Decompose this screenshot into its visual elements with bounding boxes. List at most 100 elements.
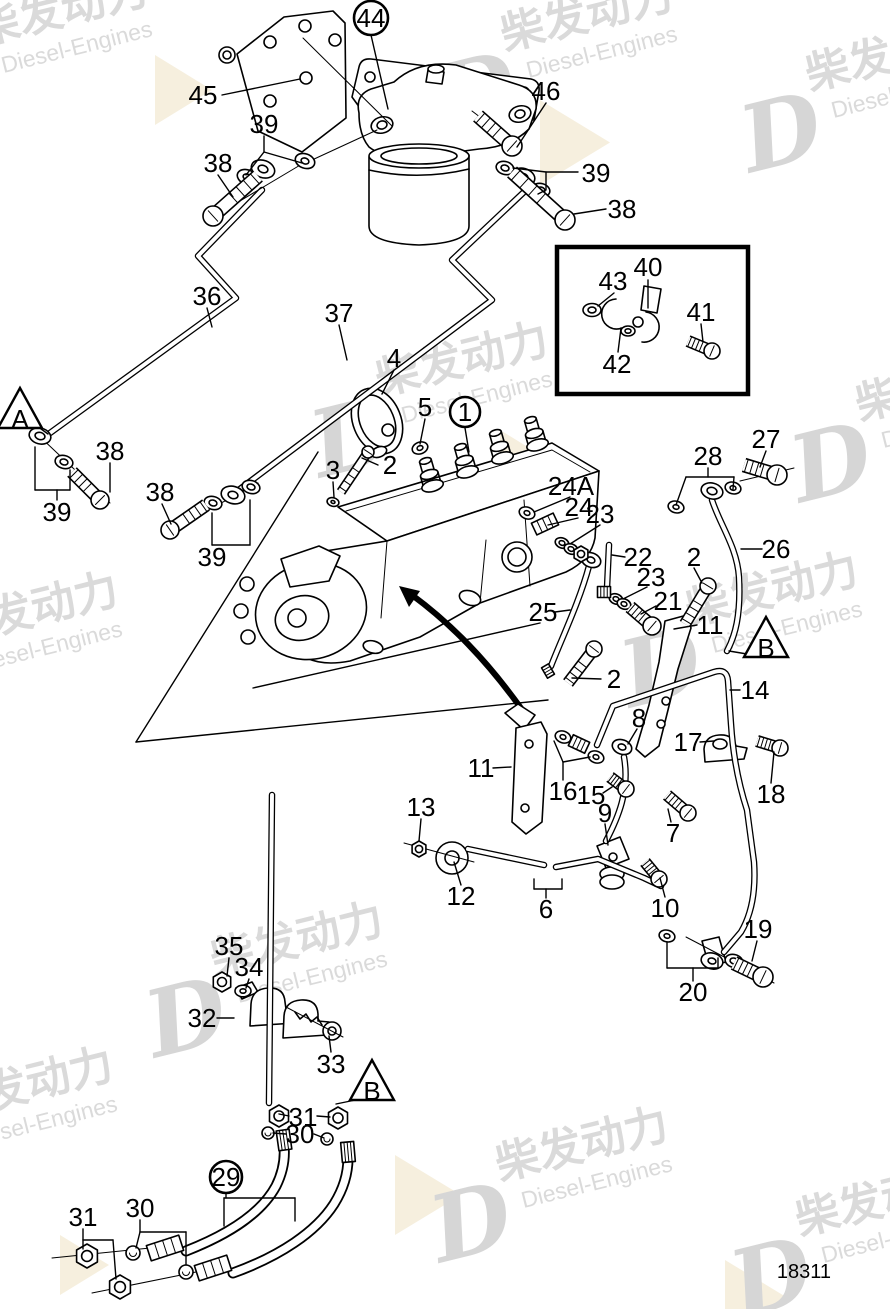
part-oval-cover (350, 387, 404, 459)
leader-line (313, 1133, 325, 1139)
nut (573, 545, 589, 563)
callout-2: 2 (607, 664, 621, 694)
watermark-triangle (155, 55, 212, 125)
svg-text:12: 12 (447, 881, 476, 911)
detail-inset-box (554, 244, 751, 397)
callout-3: 3 (326, 455, 340, 485)
svg-text:29: 29 (212, 1162, 241, 1192)
watermark-triangle (725, 1260, 791, 1309)
watermark-triangle (395, 1155, 461, 1235)
svg-text:45: 45 (189, 80, 218, 110)
bolt (640, 858, 668, 888)
svg-text:14: 14 (741, 675, 770, 705)
leader-line (272, 1132, 287, 1135)
callout-38: 38 (608, 194, 637, 224)
pipe-fitting (540, 663, 556, 679)
fuel-pipe (464, 845, 548, 869)
svg-text:25: 25 (529, 597, 558, 627)
leader-line (573, 208, 607, 215)
leader-line (245, 978, 250, 989)
leader-line (673, 624, 698, 630)
bolt (202, 170, 263, 227)
leader-line (547, 517, 579, 526)
callout-30: 30 (126, 1193, 155, 1223)
ball-fitting (320, 1132, 334, 1146)
leader-line (675, 476, 687, 506)
leader-line (418, 818, 422, 842)
svg-text:1: 1 (458, 397, 472, 427)
svg-text:22: 22 (624, 542, 653, 572)
nut (212, 971, 232, 993)
rotation-arrow-icon (399, 586, 526, 714)
leader-line (361, 457, 379, 466)
washer (294, 152, 316, 170)
leader-line (759, 450, 767, 468)
callout-21: 21 (654, 586, 683, 616)
svg-text:7: 7 (666, 818, 680, 848)
assembly-axis-line (311, 129, 378, 161)
part-clamps (235, 734, 748, 1041)
leader-line (640, 605, 657, 615)
svg-text:33: 33 (317, 1049, 346, 1079)
svg-text:38: 38 (96, 436, 125, 466)
svg-text:37: 37 (325, 298, 354, 328)
nut (108, 1274, 132, 1300)
svg-text:19: 19 (744, 914, 773, 944)
svg-text:9: 9 (598, 798, 612, 828)
svg-text:2: 2 (607, 664, 621, 694)
view-marker-B: B (347, 1057, 397, 1106)
callout-20: 20 (679, 977, 708, 1007)
bolt (662, 790, 697, 822)
leader-line (370, 34, 389, 110)
bolt (563, 640, 603, 687)
leader-line (332, 481, 335, 498)
bolt (67, 467, 110, 510)
svg-text:16: 16 (549, 776, 578, 806)
fuel-pipe (708, 496, 743, 655)
hardware-layer (28, 37, 795, 1300)
callout-10: 10 (651, 893, 680, 923)
washer (700, 482, 724, 500)
callout-32: 32 (188, 1003, 217, 1033)
svg-text:30: 30 (126, 1193, 155, 1223)
watermark-triangle (540, 100, 610, 185)
assembly-axis-line (285, 1006, 344, 1038)
svg-text:39: 39 (43, 497, 72, 527)
svg-text:10: 10 (651, 893, 680, 923)
fuel-pipe (265, 791, 276, 1107)
callout-25: 25 (529, 597, 558, 627)
leader-line (562, 756, 591, 763)
fuel-pipe (547, 562, 593, 670)
part-bushing (435, 841, 469, 875)
leader-line (278, 1113, 290, 1117)
svg-text:20: 20 (679, 977, 708, 1007)
washer (667, 500, 685, 514)
leader-line (699, 740, 715, 743)
svg-text:38: 38 (204, 148, 233, 178)
bolt (685, 335, 721, 360)
callout-16: 16 (549, 776, 578, 806)
svg-text:15: 15 (577, 780, 606, 810)
callout-39: 39 (43, 497, 72, 527)
part-mounting-bracket (218, 10, 347, 153)
nut (268, 1104, 290, 1128)
callout-33: 33 (317, 1049, 346, 1079)
svg-text:8: 8 (632, 703, 646, 733)
callout-39: 39 (198, 542, 227, 572)
svg-text:23: 23 (586, 499, 615, 529)
callout-41: 41 (687, 297, 716, 327)
callout-26: 26 (762, 534, 791, 564)
svg-text:17: 17 (674, 727, 703, 757)
leader-line (263, 151, 303, 164)
leader-line (419, 418, 426, 445)
washer (611, 738, 633, 756)
leader-line (627, 728, 638, 745)
washer (234, 984, 252, 998)
ball-fitting (261, 1126, 275, 1140)
svg-text:46: 46 (532, 76, 561, 106)
